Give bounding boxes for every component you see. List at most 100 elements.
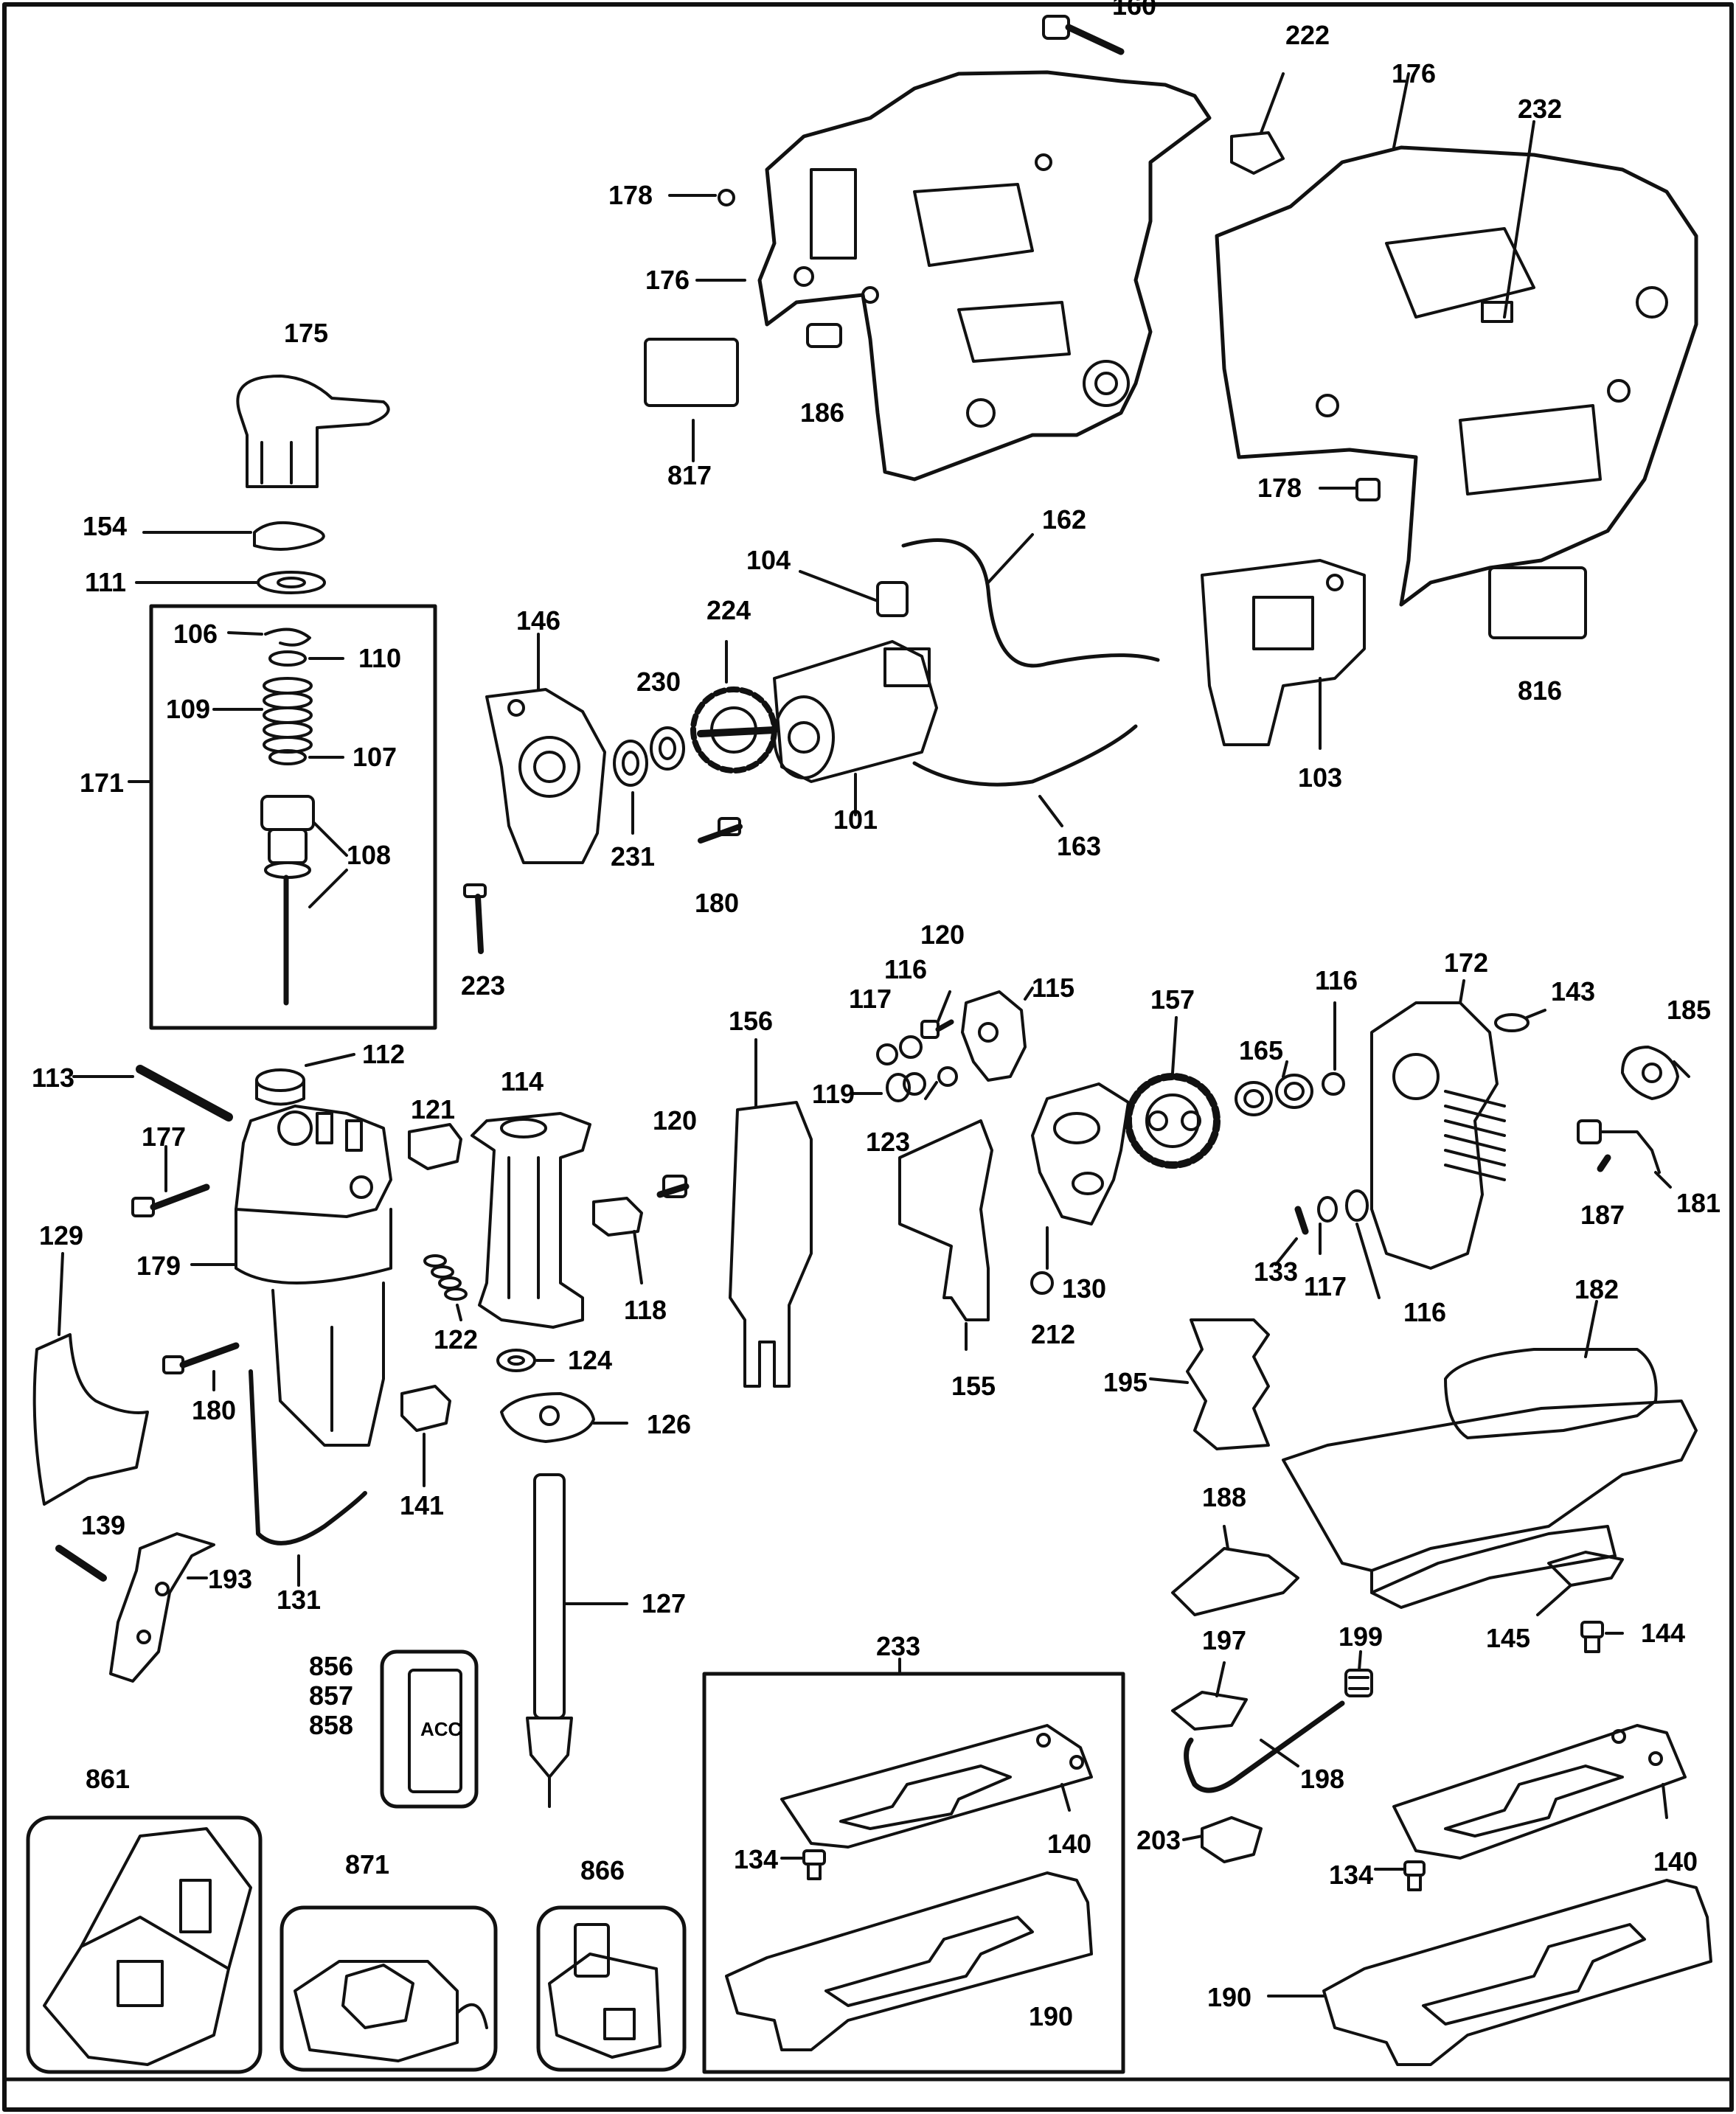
kit-box-233: [702, 1672, 1125, 2074]
callout-154: 154: [82, 511, 128, 541]
washer-111: [257, 571, 326, 594]
cam-126: [500, 1392, 595, 1443]
ring-116-b: [1322, 1072, 1345, 1096]
callout-146: 146: [515, 605, 561, 636]
callout-110: 110: [358, 643, 402, 673]
callout-127: 127: [641, 1588, 687, 1618]
plunger-108: [260, 795, 315, 1006]
brush-holder-121: [408, 1123, 462, 1170]
gear-case-146: [485, 688, 606, 864]
leader-176-right: [1392, 72, 1410, 149]
callout-134: 134: [1328, 1860, 1374, 1890]
callout-134: 134: [733, 1844, 779, 1874]
callout-129: 129: [38, 1220, 84, 1251]
screw-177: [131, 1183, 210, 1217]
callout-163: 163: [1056, 831, 1102, 861]
callout-185: 185: [1666, 995, 1712, 1025]
nut-143: [1494, 1013, 1530, 1032]
screw-134-a: [802, 1849, 826, 1880]
callout-106: 106: [173, 619, 218, 649]
callout-857: 857: [308, 1680, 354, 1711]
insert-195: [1186, 1318, 1270, 1450]
clip-203: [1201, 1816, 1263, 1863]
bushing-119b: [903, 1072, 926, 1096]
leader-232: [1503, 120, 1535, 319]
callout-172: 172: [1443, 948, 1489, 978]
knob-175: [236, 375, 390, 488]
screw-160: [1042, 15, 1125, 55]
callout-126: 126: [646, 1409, 692, 1439]
callout-182: 182: [1574, 1274, 1619, 1304]
callout-116: 116: [1314, 965, 1358, 995]
callout-180: 180: [191, 1395, 237, 1425]
callout-103: 103: [1297, 762, 1343, 793]
callout-861: 861: [85, 1764, 131, 1794]
plate-115: [961, 990, 1027, 1082]
callout-197: 197: [1201, 1625, 1247, 1655]
gear-224: [690, 686, 778, 773]
washer-117-b: [1317, 1196, 1338, 1223]
screw-120-a: [656, 1175, 690, 1198]
callout-233: 233: [875, 1631, 921, 1661]
callout-817: 817: [667, 460, 712, 490]
housing-179: [235, 1105, 392, 1447]
leader-222: [1260, 72, 1285, 134]
ring-106: [264, 627, 311, 647]
ring-117-a: [876, 1043, 898, 1065]
callout-117: 117: [1303, 1271, 1347, 1301]
shoe-190-b: [1322, 1879, 1712, 2066]
callout-198: 198: [1299, 1764, 1345, 1794]
guard-129: [32, 1333, 149, 1506]
lever-193: [109, 1532, 215, 1683]
callout-104: 104: [746, 545, 791, 575]
callout-123: 123: [865, 1127, 911, 1157]
shoe-190-a: [725, 1871, 1093, 2051]
pin-187: [1597, 1154, 1611, 1172]
ring-112: [255, 1068, 305, 1106]
callout-144: 144: [1640, 1618, 1686, 1648]
ring-116-c: [1345, 1189, 1369, 1222]
callout-124: 124: [567, 1345, 613, 1375]
pin-133: [1294, 1206, 1309, 1235]
frame-861: [26, 1815, 263, 2074]
callout-179: 179: [136, 1251, 181, 1281]
wire-163: [912, 724, 1138, 787]
wire-162: [901, 538, 1160, 668]
plate-140-b: [1392, 1724, 1687, 1860]
lever-181: [1577, 1119, 1661, 1174]
badge-acc-label: ACC: [420, 1718, 462, 1740]
callout-187: 187: [1580, 1200, 1625, 1230]
callout-176: 176: [1391, 58, 1437, 88]
callout-117: 117: [848, 984, 892, 1014]
bracket-114: [471, 1112, 591, 1329]
callout-162: 162: [1041, 504, 1087, 535]
callout-141: 141: [399, 1490, 445, 1520]
pin-139: [55, 1545, 107, 1582]
washer-110: [268, 650, 307, 667]
callout-113: 113: [31, 1063, 75, 1093]
callout-112: 112: [361, 1039, 406, 1069]
callout-156: 156: [728, 1006, 774, 1036]
callout-101: 101: [833, 804, 878, 835]
washer-107: [268, 749, 307, 765]
gasket-156: [729, 1101, 813, 1388]
callout-143: 143: [1550, 976, 1596, 1006]
callout-140: 140: [1046, 1829, 1092, 1859]
callout-119: 119: [811, 1079, 855, 1109]
callout-181: 181: [1676, 1188, 1721, 1218]
label-817: [644, 338, 739, 407]
callout-816: 816: [1517, 675, 1563, 706]
wire-131: [249, 1369, 367, 1545]
plate-130: [1031, 1082, 1130, 1225]
gear-157: [1125, 1073, 1221, 1169]
bearing-231: [613, 740, 648, 787]
callout-140: 140: [1653, 1846, 1698, 1877]
assembly-box-171: [149, 604, 437, 1030]
callout-171: 171: [79, 768, 125, 798]
label-816: [1488, 566, 1587, 639]
callout-178: 178: [1257, 473, 1302, 503]
badge-856: [380, 1649, 479, 1809]
